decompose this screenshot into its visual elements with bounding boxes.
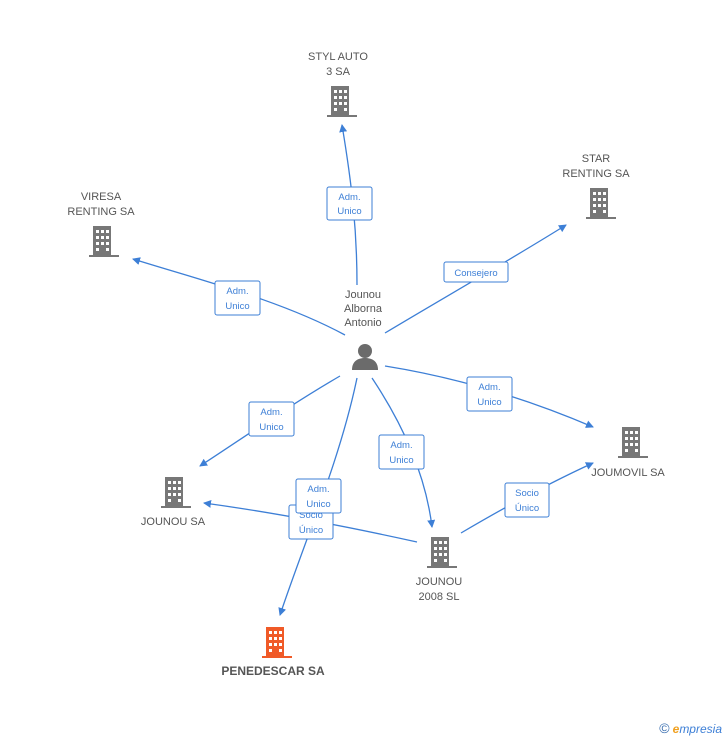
company-node-star-renting[interactable]: STAR RENTING SA	[562, 153, 630, 219]
svg-text:Socio: Socio	[299, 510, 323, 521]
building-icon	[586, 188, 616, 219]
svg-text:Unico: Unico	[477, 397, 501, 408]
svg-text:Adm.: Adm.	[226, 286, 248, 297]
relation-label-jounou-2008-person: Adm. Unico	[378, 434, 425, 470]
company-label-line: JOUNOU SA	[141, 516, 206, 528]
company-node-penedescar[interactable]: PENEDESCAR SA	[221, 627, 325, 678]
company-label-line: 3 SA	[326, 66, 351, 78]
company-label-line: VIRESA	[81, 191, 122, 203]
svg-text:Unico: Unico	[225, 301, 249, 312]
copyright-icon: ©	[659, 720, 670, 736]
company-label-line: JOUNOU	[416, 576, 463, 588]
svg-text:Adm.: Adm.	[390, 440, 412, 451]
company-label-line: 2008 SL	[419, 591, 460, 603]
company-node-viresa-renting[interactable]: VIRESA RENTING SA	[67, 191, 135, 257]
relation-label-styl-auto: Adm. Unico	[326, 186, 373, 221]
relation-label-star-renting: Consejero	[443, 261, 509, 283]
company-node-joumovil[interactable]: JOUMOVIL SA	[591, 427, 665, 479]
svg-text:Adm.: Adm.	[260, 407, 282, 418]
svg-text:Adm.: Adm.	[307, 484, 329, 495]
relation-label-viresa-renting: Adm. Unico	[214, 280, 261, 316]
company-label-line: PENEDESCAR SA	[221, 664, 325, 678]
company-label-line: JOUMOVIL SA	[591, 467, 665, 479]
company-label-line: RENTING SA	[562, 168, 630, 180]
relation-labels: Adm. Unico Consejero Adm. Unico Adm. Uni…	[214, 186, 550, 540]
building-icon	[262, 627, 292, 658]
svg-text:Unico: Unico	[306, 499, 330, 510]
svg-text:Unico: Unico	[337, 206, 361, 217]
company-label-line: STYL AUTO	[308, 51, 368, 63]
building-icon	[618, 427, 648, 458]
svg-text:Adm.: Adm.	[338, 192, 360, 203]
relation-label-joumovil-person: Adm. Unico	[466, 376, 513, 412]
company-node-jounou-2008[interactable]: JOUNOU 2008 SL	[416, 537, 463, 603]
brand-logo-text: mpresia	[679, 722, 722, 736]
company-node-jounou-sa[interactable]: JOUNOU SA	[141, 477, 206, 528]
building-icon	[89, 226, 119, 257]
brand-logo-initial: e	[672, 722, 680, 736]
company-label-line: RENTING SA	[67, 206, 135, 218]
relation-label-penedescar: Adm. Unico	[295, 478, 342, 514]
svg-text:Socio: Socio	[515, 488, 539, 499]
person-node[interactable]: Jounou Alborna Antonio	[344, 289, 383, 370]
company-node-styl-auto[interactable]: STYL AUTO 3 SA	[308, 51, 368, 117]
relation-label-joumovil-from-2008: Socio Único	[504, 482, 550, 518]
person-icon	[352, 344, 378, 370]
building-icon	[161, 477, 191, 508]
svg-text:Único: Único	[515, 503, 539, 514]
footer-brand[interactable]: ©empresia	[659, 720, 722, 736]
company-label-line: STAR	[582, 153, 611, 165]
person-name-line-3: Antonio	[344, 317, 381, 329]
svg-text:Adm.: Adm.	[478, 382, 500, 393]
building-icon	[427, 537, 457, 568]
relation-label-jounou-sa-person: Adm. Unico	[248, 401, 295, 437]
person-name-line-1: Jounou	[345, 289, 381, 301]
svg-text:Consejero: Consejero	[454, 268, 497, 279]
svg-text:Unico: Unico	[389, 455, 413, 466]
svg-text:Unico: Unico	[259, 422, 283, 433]
person-name-line-2: Alborna	[344, 303, 383, 315]
svg-text:Único: Único	[299, 525, 323, 536]
building-icon	[327, 86, 357, 117]
